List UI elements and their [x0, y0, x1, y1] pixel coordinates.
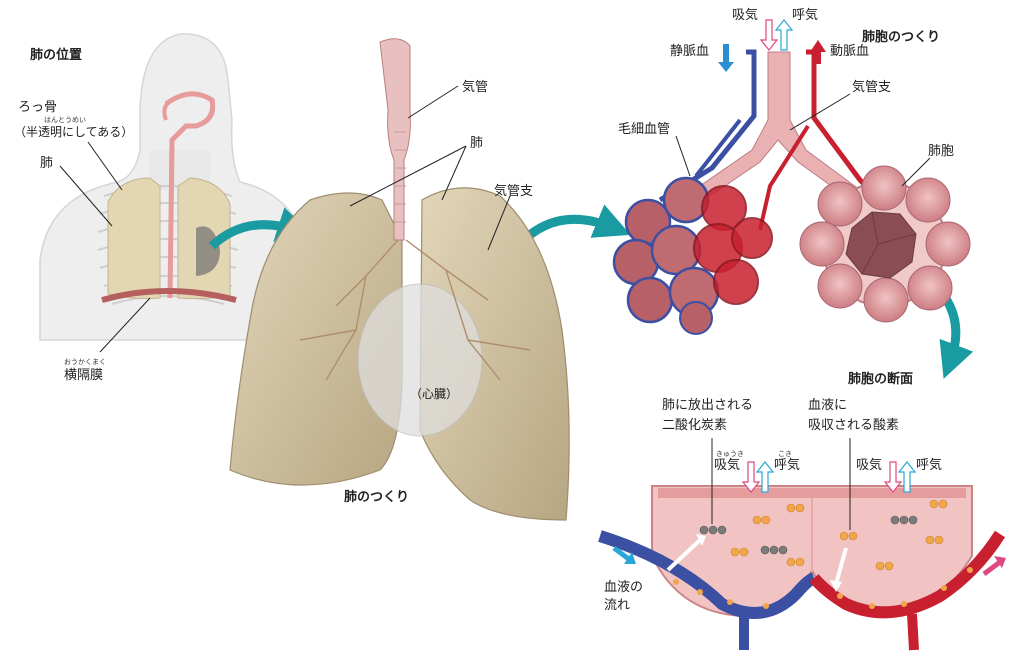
exhale-ruby: こき [778, 450, 792, 458]
rib-ruby: はんとうめい [44, 116, 86, 124]
section3-leader-lines [675, 93, 931, 187]
alveolar-sac-section [799, 165, 971, 323]
alveolus-label: 肺胞 [928, 144, 955, 159]
alveoli-exhale-label: 呼気 [792, 8, 819, 23]
co2-label-line1: 肺に放出される [662, 398, 754, 413]
inhale-ruby: きゅうき [716, 450, 744, 458]
trachea-label: 気管 [462, 80, 489, 95]
section2-title: 肺のつくり [344, 490, 410, 505]
section3-flow-arrows [718, 19, 826, 72]
section-inhale2-label: 吸気 [856, 458, 883, 473]
alveolar-sac-cluster [612, 176, 773, 335]
capillary-label: 毛細血管 [618, 122, 671, 137]
alveoli-structure [612, 49, 971, 335]
o2-label-line2: 吸収される酸素 [808, 418, 900, 433]
blood-flow-label-line2: 流れ [604, 598, 631, 613]
section-exhale-label: 呼気 [774, 458, 801, 473]
section1-leader-lines [59, 141, 151, 353]
section4-leader-lines [666, 438, 851, 592]
gas-particles [673, 499, 973, 609]
blood-flow-label-line1: 血液の [604, 580, 644, 595]
section3-title: 肺胞のつくり [862, 30, 941, 45]
section2-leader-lines [349, 85, 511, 251]
section4-title: 肺胞の断面 [848, 372, 914, 387]
co2-label-line2: 二酸化炭素 [662, 418, 728, 433]
lungs-figure [229, 38, 570, 521]
section-exhale2-label: 呼気 [916, 458, 943, 473]
diaphragm-label: 横隔膜 [64, 368, 104, 383]
artery-blood-label: 動脈血 [830, 44, 870, 59]
section-inhale-label: 吸気 [714, 458, 741, 473]
lungs-bronchus-label: 気管支 [494, 184, 534, 199]
section4-flow-arrows [612, 461, 1006, 576]
heart-label: （心臓） [410, 387, 459, 401]
section1-title: 肺の位置 [30, 48, 83, 63]
rib-note: （半透明にしてある） [14, 125, 134, 139]
alveoli-inhale-label: 吸気 [732, 8, 759, 23]
diaphragm-ruby: おうかくまく [64, 358, 106, 366]
alveoli-bronchus-label: 気管支 [852, 80, 892, 95]
torso-lung-label: 肺 [40, 156, 54, 171]
torso-lungs [101, 91, 237, 303]
lung-label: 肺 [470, 136, 484, 151]
o2-label-line1: 血液に [808, 398, 848, 413]
rib-label: ろっ骨 [18, 100, 58, 115]
vein-blood-label: 静脈血 [670, 44, 710, 59]
